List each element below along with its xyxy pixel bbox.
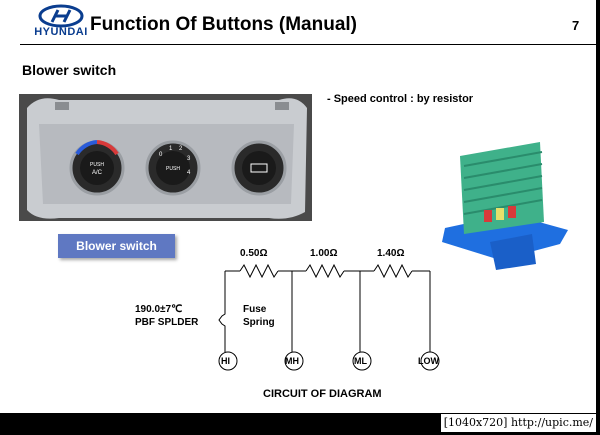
page-title: Function Of Buttons (Manual) <box>90 14 358 35</box>
svg-text:PUSH: PUSH <box>166 166 180 172</box>
control-panel-photo: PUSH A/C PUSH 0 1 2 3 4 <box>19 94 312 221</box>
fuse-material: PBF SPLDER <box>135 317 199 328</box>
terminal-ml <box>352 351 372 371</box>
logo-text: HYUNDAI <box>34 26 88 38</box>
terminal-mh-label: MH <box>285 356 299 366</box>
terminal-mh <box>284 351 304 371</box>
resistor-3-value: 1.40Ω <box>377 248 405 259</box>
spring-label: Spring <box>243 317 275 328</box>
blower-switch-callout: Blower switch <box>58 234 175 258</box>
svg-text:A/C: A/C <box>92 170 103 176</box>
resistor-3 <box>373 263 413 279</box>
blower-resistor-image <box>442 142 568 270</box>
resistor-2 <box>305 263 345 279</box>
blower-circuit-diagram <box>218 263 440 371</box>
svg-text:2: 2 <box>179 146 183 152</box>
image-size-stamp: [1040x720] http://upic.me/ <box>440 414 596 432</box>
terminal-low-label: LOW <box>418 356 439 366</box>
fuse-symbol <box>218 271 226 352</box>
section-title: Blower switch <box>22 62 117 78</box>
speed-control-note: - Speed control : by resistor <box>327 93 474 105</box>
diagram-caption: CIRCUIT OF DIAGRAM <box>263 388 382 400</box>
svg-text:1: 1 <box>169 146 173 152</box>
resistor-1-value: 0.50Ω <box>240 248 268 259</box>
terminal-ml-label: ML <box>354 356 367 366</box>
resistor-2-value: 1.00Ω <box>310 248 338 259</box>
terminal-low <box>420 351 440 371</box>
svg-text:0: 0 <box>159 152 163 158</box>
slide: HYUNDAI Function Of Buttons (Manual) 7 B… <box>0 0 596 413</box>
terminal-hi-label: HI <box>221 356 230 366</box>
svg-text:3: 3 <box>187 156 191 162</box>
terminal-hi <box>218 351 238 371</box>
hyundai-logo-icon <box>38 4 84 28</box>
svg-text:PUSH: PUSH <box>90 162 104 168</box>
header-divider <box>20 44 596 45</box>
fuse-rating: 190.0±7℃ <box>135 304 183 315</box>
fuse-label: Fuse <box>243 304 267 315</box>
page-number: 7 <box>572 18 580 33</box>
slide-header: HYUNDAI Function Of Buttons (Manual) 7 <box>0 0 596 46</box>
svg-text:4: 4 <box>187 170 191 176</box>
resistor-1 <box>239 263 279 279</box>
